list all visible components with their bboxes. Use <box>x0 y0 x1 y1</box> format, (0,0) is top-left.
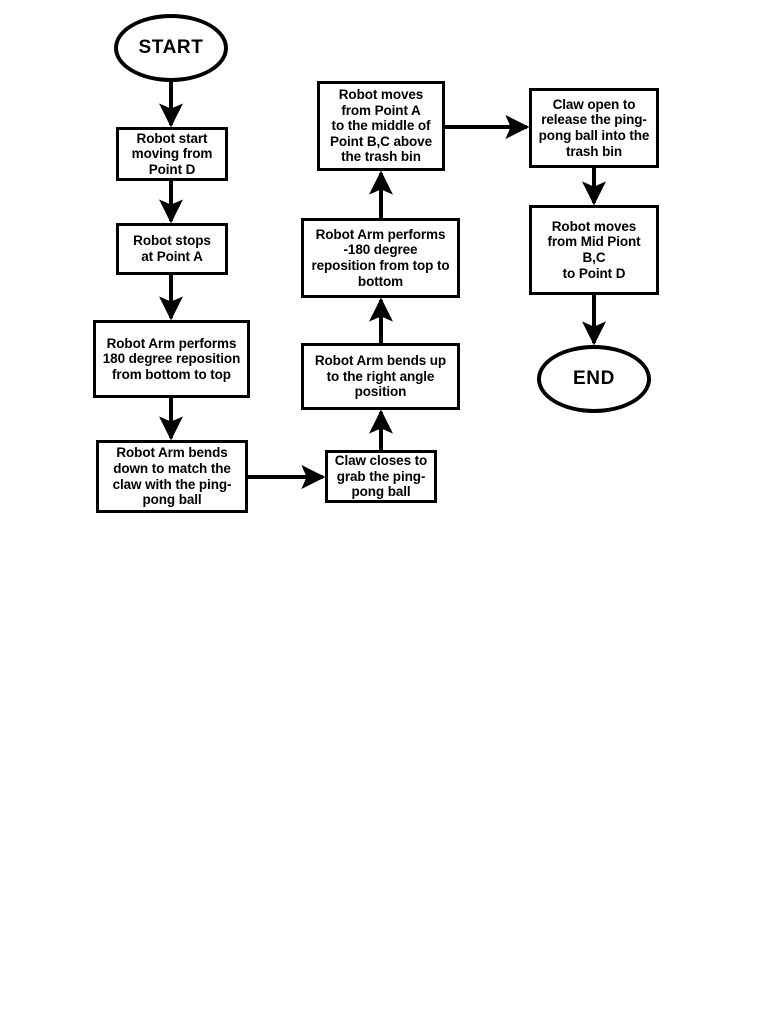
flow-node-claw-open-release[interactable]: Claw open to release the ping- pong ball… <box>529 88 659 168</box>
flow-node-label-robot-stops-point-a: Robot stops at Point A <box>133 233 211 264</box>
flow-node-label-arm-bends-down: Robot Arm bends down to match the claw w… <box>112 445 232 508</box>
flow-node-arm-180-top-to-bottom[interactable]: Robot Arm performs -180 degree repositio… <box>301 218 460 298</box>
flow-node-claw-closes[interactable]: Claw closes to grab the ping- pong ball <box>325 450 437 503</box>
flow-node-label-arm-180-bottom-to-top: Robot Arm performs 180 degree reposition… <box>102 335 241 382</box>
flow-node-arm-bends-up[interactable]: Robot Arm bends up to the right angle po… <box>301 343 460 410</box>
flow-node-label-end: END <box>573 368 615 389</box>
flow-node-end[interactable]: END <box>537 345 651 413</box>
flow-node-label-arm-180-top-to-bottom: Robot Arm performs -180 degree repositio… <box>311 226 450 289</box>
flow-node-label-robot-start-moving: Robot start moving from Point D <box>131 130 213 177</box>
flow-node-label-start: START <box>138 37 204 58</box>
flow-node-start[interactable]: START <box>114 14 228 82</box>
flow-node-label-claw-open-release: Claw open to release the ping- pong ball… <box>538 96 650 159</box>
flow-node-label-claw-closes: Claw closes to grab the ping- pong ball <box>334 453 428 500</box>
flow-node-robot-stops-point-a[interactable]: Robot stops at Point A <box>116 223 228 275</box>
flow-node-robot-moves-to-point-d[interactable]: Robot moves from Mid Piont B,C to Point … <box>529 205 659 295</box>
flow-node-label-arm-bends-up: Robot Arm bends up to the right angle po… <box>314 353 447 400</box>
flow-node-label-robot-moves-to-mid-bc: Robot moves from Point A to the middle o… <box>329 86 432 165</box>
flow-node-arm-bends-down[interactable]: Robot Arm bends down to match the claw w… <box>96 440 248 513</box>
flow-node-robot-start-moving[interactable]: Robot start moving from Point D <box>116 127 228 181</box>
flow-node-robot-moves-to-mid-bc[interactable]: Robot moves from Point A to the middle o… <box>317 81 445 171</box>
flow-node-arm-180-bottom-to-top[interactable]: Robot Arm performs 180 degree reposition… <box>93 320 250 398</box>
flow-node-label-robot-moves-to-point-d: Robot moves from Mid Piont B,C to Point … <box>547 218 641 281</box>
